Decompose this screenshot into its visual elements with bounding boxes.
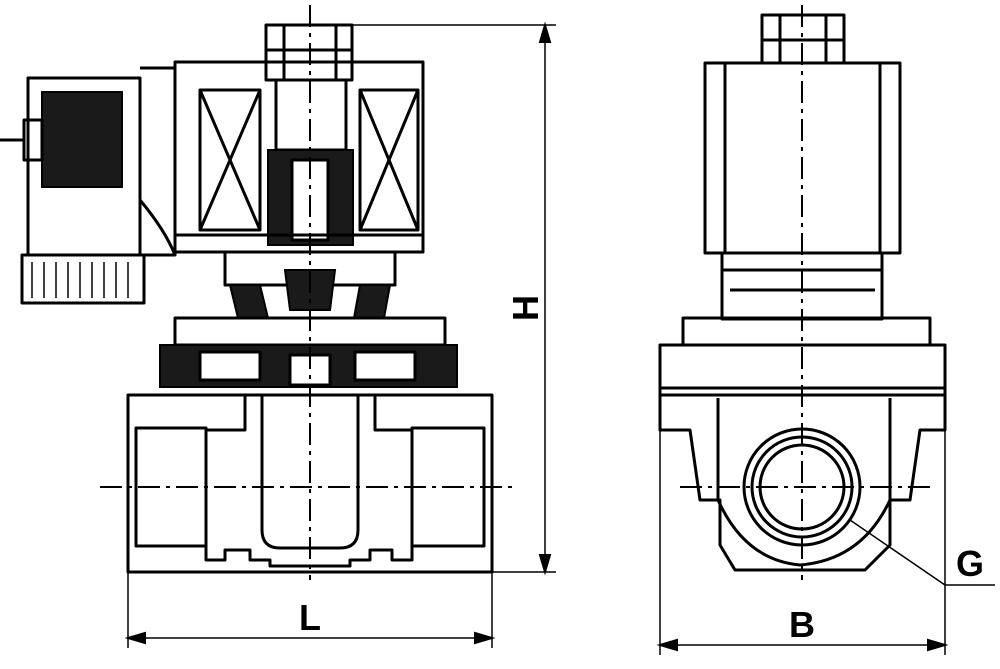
end-view: G B [656, 5, 995, 655]
length-label: L [299, 597, 321, 638]
bonnet [159, 250, 458, 388]
port-thread-leader: G [849, 519, 995, 586]
height-dimension: H [352, 21, 556, 576]
connector-plug [0, 66, 177, 305]
height-label: H [505, 295, 546, 321]
width-dimension: B [656, 395, 949, 655]
coil-housing [173, 60, 425, 254]
port-thread-label: G [956, 543, 984, 584]
length-dimension: L [124, 572, 496, 648]
width-label: B [789, 604, 815, 645]
side-view: H L [0, 5, 556, 648]
